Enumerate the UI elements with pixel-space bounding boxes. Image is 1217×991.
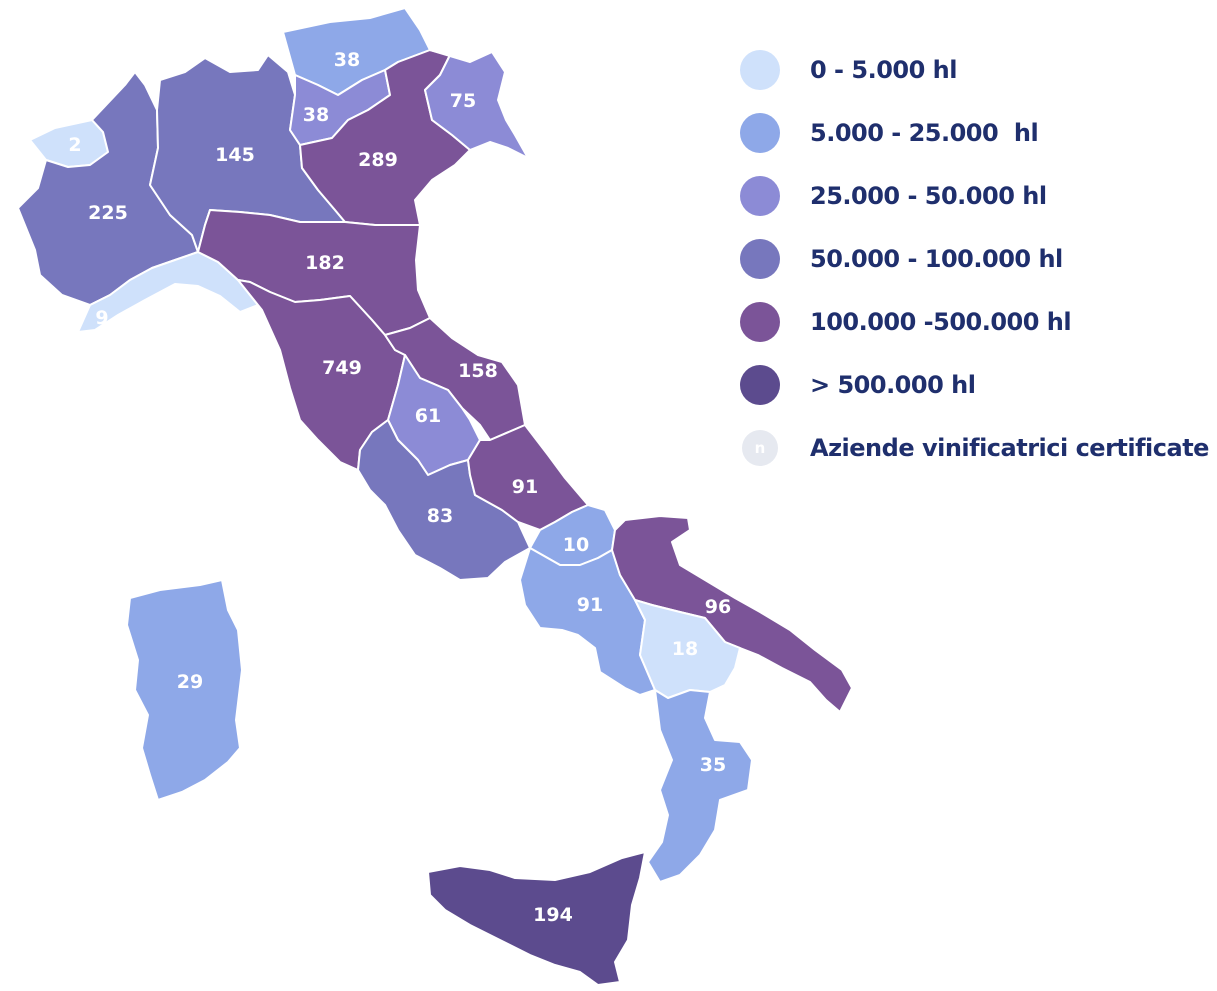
region-value-veneto: 289 [358,149,398,171]
region-value-campania: 91 [577,594,603,616]
region-value-umbria: 61 [415,405,441,427]
region-calabria [647,689,753,883]
legend-swatch [740,113,780,153]
region-campania [519,547,656,696]
legend-note: n Aziende vinificatrici certificate [740,428,1210,468]
count-marker-icon: n [742,430,778,466]
legend-item: 100.000 -500.000 hl [740,302,1210,342]
count-marker-symbol: n [754,439,766,457]
region-friuli-venezia-giulia [424,49,529,159]
legend-swatch [740,176,780,216]
region-value-alto-adige: 38 [334,49,360,71]
legend-label: 50.000 - 100.000 hl [810,245,1063,273]
region-value-emilia-romagna: 182 [305,252,345,274]
region-value-abruzzo: 91 [512,476,538,498]
legend-swatch [740,50,780,90]
legend-label: 100.000 -500.000 hl [810,308,1072,336]
region-value-marche: 158 [458,360,498,382]
region-value-trentino: 38 [303,104,329,126]
legend-label: 5.000 - 25.000 hl [810,119,1039,147]
region-value-puglia: 96 [705,596,731,618]
region-value-valle-d-aosta: 2 [68,134,81,156]
region-value-lazio: 83 [427,505,453,527]
legend-label: 25.000 - 50.000 hl [810,182,1047,210]
region-value-sicilia: 194 [533,904,573,926]
region-sardegna [126,579,243,801]
legend-item: 25.000 - 50.000 hl [740,176,1210,216]
legend-label: 0 - 5.000 hl [810,56,957,84]
region-value-molise: 10 [563,534,589,556]
region-value-basilicata: 18 [672,638,698,660]
region-value-calabria: 35 [700,754,726,776]
legend-swatch [740,365,780,405]
region-value-liguria: 9 [95,307,108,329]
legend-note-label: Aziende vinificatrici certificate [810,434,1209,462]
legend-swatch [740,302,780,342]
region-value-friuli-venezia-giulia: 75 [450,90,476,112]
region-basilicata [634,599,741,699]
legend-item: 5.000 - 25.000 hl [740,113,1210,153]
region-sicilia [427,851,646,986]
legend-item: 0 - 5.000 hl [740,50,1210,90]
legend-item: > 500.000 hl [740,365,1210,405]
legend: 0 - 5.000 hl 5.000 - 25.000 hl 25.000 - … [740,50,1210,491]
legend-label: > 500.000 hl [810,371,976,399]
region-value-piemonte: 225 [88,202,128,224]
legend-item: 50.000 - 100.000 hl [740,239,1210,279]
region-value-lombardia: 145 [215,144,255,166]
region-value-sardegna: 29 [177,671,203,693]
legend-swatch [740,239,780,279]
region-value-toscana: 749 [322,357,362,379]
